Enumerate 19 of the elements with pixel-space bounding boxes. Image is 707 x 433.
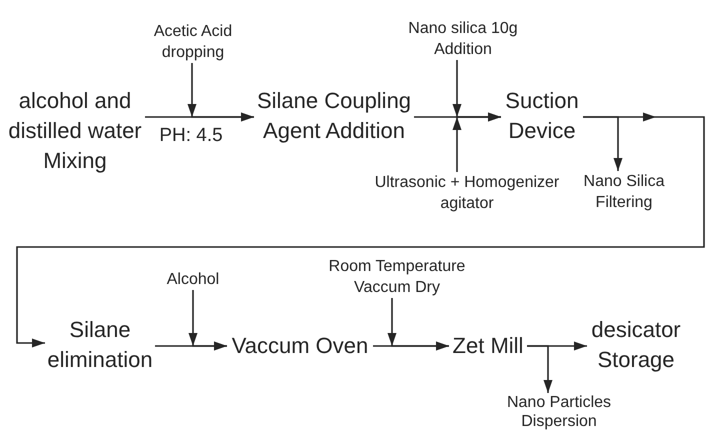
step-label: Suction Device	[501, 86, 583, 146]
input-note: Nano Particles Dispersion	[504, 393, 614, 431]
input-note: Nano Silica Filtering	[579, 171, 669, 213]
step-label: Zet Mill	[449, 331, 527, 361]
arrow	[452, 112, 501, 172]
step-label: desicator Storage	[587, 315, 685, 375]
input-note: Room Temperature Vaccum Dry	[324, 256, 470, 298]
step-label: Vaccum Oven	[227, 331, 373, 361]
arrow	[188, 290, 227, 350]
step-label: Silane elimination	[45, 315, 155, 375]
input-note: Alcohol	[162, 269, 224, 290]
input-note: Nano silica 10g Addition	[404, 18, 522, 60]
arrow	[527, 345, 552, 393]
input-note: Acetic Acid dropping	[149, 21, 237, 63]
step-label: alcohol and distilled water Mixing	[5, 86, 145, 176]
arrow	[388, 298, 449, 350]
step-label: Silane Coupling Agent Addition	[254, 86, 414, 146]
input-note: Ultrasonic + Homogenizer agitator	[370, 172, 564, 214]
arrow	[188, 63, 254, 122]
